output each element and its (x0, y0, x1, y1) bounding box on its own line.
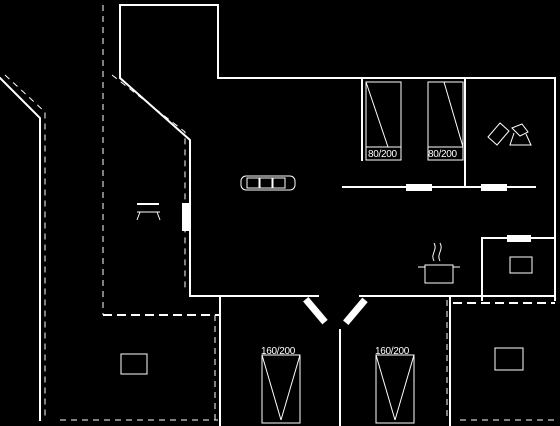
cooking-pot-icon (418, 242, 460, 284)
door-double (303, 296, 368, 326)
window-bunk-1 (406, 184, 432, 191)
exterior-walls (0, 4, 556, 421)
bunk-bed-1: 80/200 (365, 81, 402, 161)
bed-2: 160/200 (375, 346, 415, 424)
window-kitchen (507, 235, 531, 242)
wardrobe-icon (494, 347, 524, 371)
wardrobe-icon (120, 353, 148, 375)
bed-label: 160/200 (375, 346, 410, 357)
toilet-icon (487, 122, 532, 146)
sofa-icon (240, 175, 296, 191)
bed-label: 160/200 (261, 346, 296, 357)
stove-icon (509, 256, 533, 274)
dashed-outlines (4, 5, 555, 421)
window-living (182, 203, 189, 231)
door-leaf-left (303, 296, 328, 325)
table-icon (136, 203, 161, 221)
bed-1: 160/200 (261, 346, 301, 424)
bunk-bed-2: 80/200 (427, 81, 464, 161)
bunk-label: 80/200 (368, 149, 398, 160)
windows (182, 184, 531, 242)
window-bath (481, 184, 507, 191)
interior-walls (219, 77, 466, 426)
door-leaf-right (343, 297, 368, 326)
bunk-label: 80/200 (428, 149, 458, 160)
